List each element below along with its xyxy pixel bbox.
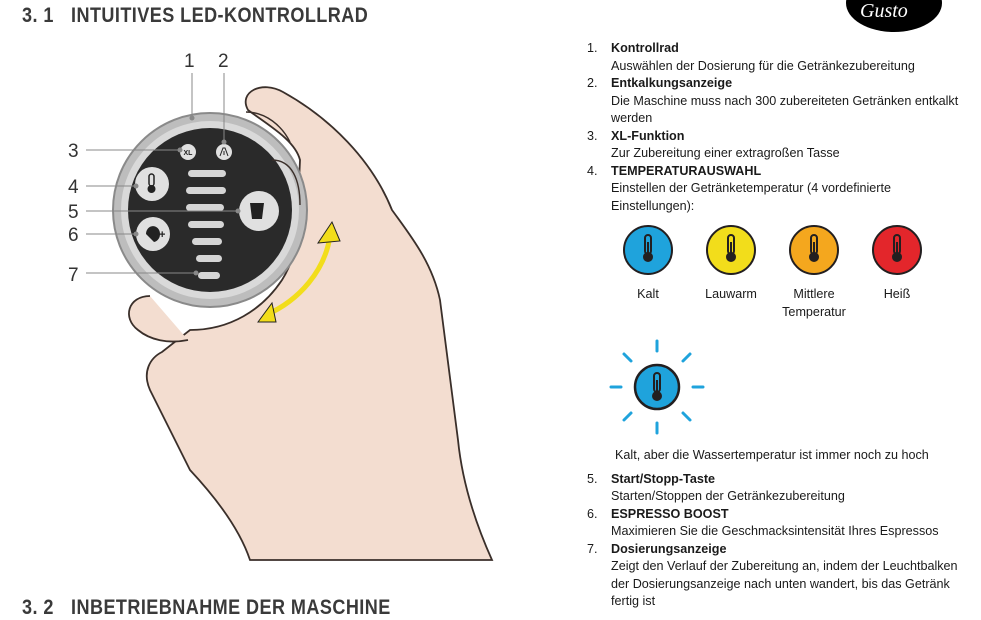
thermometer-icon — [872, 225, 922, 275]
item-title: XL-Funktion — [611, 128, 977, 146]
item-title: Start/Stopp-Taste — [611, 471, 977, 489]
temp-label: Lauwarm — [688, 285, 774, 303]
temp-label: Kalt — [605, 285, 691, 303]
callout-7: 7 — [68, 265, 79, 286]
callout-6: 6 — [68, 225, 79, 246]
item-description: Zur Zubereitung einer extragroßen Tasse — [611, 145, 977, 163]
item-number: 2. — [587, 75, 598, 93]
item-title: Dosierungsanzeige — [611, 541, 977, 559]
callout-4: 4 — [68, 177, 79, 198]
item-number: 1. — [587, 40, 598, 58]
item-number: 4. — [587, 163, 598, 181]
item-description: Maximieren Sie die Geschmacksintensität … — [611, 523, 977, 541]
item-title: Entkalkungsanzeige — [611, 75, 977, 93]
thermometer-icon — [623, 225, 673, 275]
temperature-button — [135, 167, 169, 201]
section-heading: 3. 1 INTUITIVES LED-KONTROLLRAD — [22, 4, 368, 28]
item-description: Einstellen der Getränketemperatur (4 vor… — [611, 180, 977, 215]
temp-setting-cold: Kalt — [605, 225, 691, 303]
temp-label: Heiß — [854, 285, 940, 303]
item-number: 3. — [587, 128, 598, 146]
blinking-thermometer-icon — [607, 337, 707, 437]
temp-setting-medium: Mittlere Temperatur — [771, 225, 857, 321]
item-number: 6. — [587, 506, 598, 524]
svg-text:XL: XL — [184, 150, 194, 157]
callout-3: 3 — [68, 141, 79, 162]
callout-5: 5 — [68, 202, 79, 223]
temp-label: Mittlere Temperatur — [779, 285, 849, 321]
item-number: 7. — [587, 541, 598, 559]
brand-logo: Gusto — [846, 0, 942, 32]
callout-2: 2 — [218, 51, 229, 72]
item-description: Starten/Stoppen der Getränkezubereitung — [611, 488, 977, 506]
svg-text:+: + — [159, 229, 165, 241]
section-title: INTUITIVES LED-KONTROLLRAD — [71, 4, 368, 27]
section-number: 3. 1 — [22, 4, 54, 27]
temp-setting-hot: Heiß — [854, 225, 940, 303]
temp-setting-lukewarm: Lauwarm — [688, 225, 774, 303]
item-description: Zeigt den Verlauf der Zubereitung an, in… — [611, 558, 977, 611]
next-section-heading: 3. 2 INBETRIEBNAHME DER MASCHINE — [22, 596, 391, 620]
thermometer-icon — [706, 225, 756, 275]
item-title: TEMPERATURAUSWAHL — [611, 163, 977, 181]
warning-note: Kalt, aber die Wassertemperatur ist imme… — [615, 447, 977, 465]
item-description: Auswählen der Dosierung für die Getränke… — [611, 58, 977, 76]
warning-indicator — [587, 333, 977, 447]
item-title: Kontrollrad — [611, 40, 977, 58]
item-number: 5. — [587, 471, 598, 489]
logo-text: Gusto — [860, 0, 908, 23]
temperature-settings: Kalt Lauwarm Mittlere Temperatur Heiß — [605, 225, 977, 333]
next-section-number: 3. 2 — [22, 596, 54, 619]
next-section-title: INBETRIEBNAHME DER MASCHINE — [71, 596, 391, 619]
callout-1: 1 — [184, 51, 195, 72]
thermometer-icon — [789, 225, 839, 275]
item-title: ESPRESSO BOOST — [611, 506, 977, 524]
control-wheel-illustration: XL + 1 2 3 4 5 6 7 — [0, 40, 560, 570]
item-description: Die Maschine muss nach 300 zubereiteten … — [611, 93, 977, 128]
